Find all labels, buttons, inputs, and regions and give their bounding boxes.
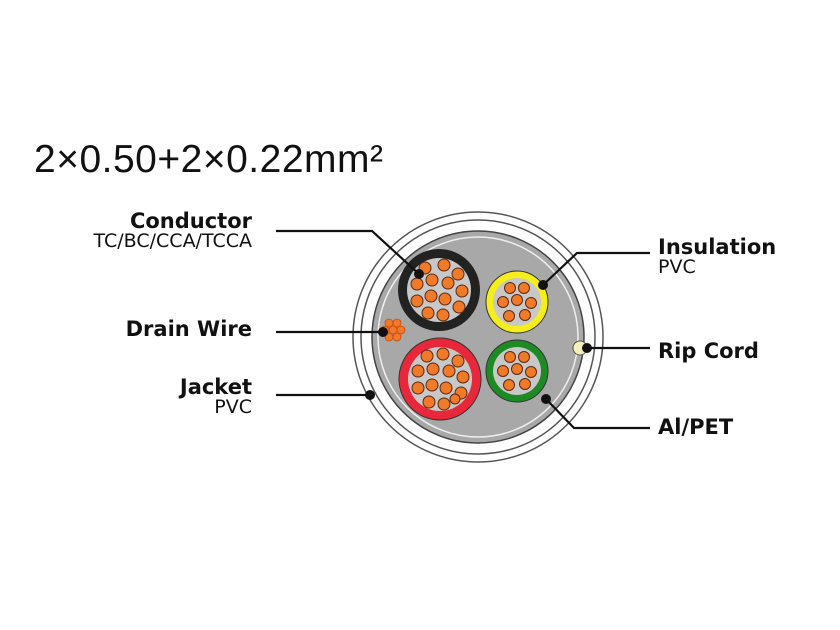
shield-layer bbox=[371, 230, 585, 444]
label-al-pet: Al/PET bbox=[658, 416, 733, 438]
conductor-material: TC/BC/CCA/TCCA bbox=[93, 230, 253, 253]
al-pet-title: Al/PET bbox=[658, 415, 734, 439]
jacket-material: PVC bbox=[214, 396, 252, 419]
label-insulation: Insulation PVC bbox=[658, 236, 776, 278]
conductor-strands bbox=[410, 258, 537, 411]
insulation-title: Insulation bbox=[658, 235, 777, 259]
conductor-title: Conductor bbox=[129, 209, 252, 233]
jacket-title: Jacket bbox=[179, 375, 252, 399]
label-rip-cord: Rip Cord bbox=[658, 340, 759, 362]
leader-dots bbox=[365, 269, 592, 404]
rip-cord-title: Rip Cord bbox=[658, 339, 759, 363]
cable-spec-title: 2×0.50+2×0.22mm² bbox=[34, 138, 384, 181]
label-jacket: Jacket PVC bbox=[180, 376, 252, 418]
insulation-material: PVC bbox=[658, 256, 696, 279]
label-drain-wire: Drain Wire bbox=[126, 318, 252, 340]
label-conductor: Conductor TC/BC/CCA/TCCA bbox=[94, 210, 253, 252]
drain-wire-title: Drain Wire bbox=[125, 317, 252, 341]
leader-lines bbox=[276, 229, 650, 430]
